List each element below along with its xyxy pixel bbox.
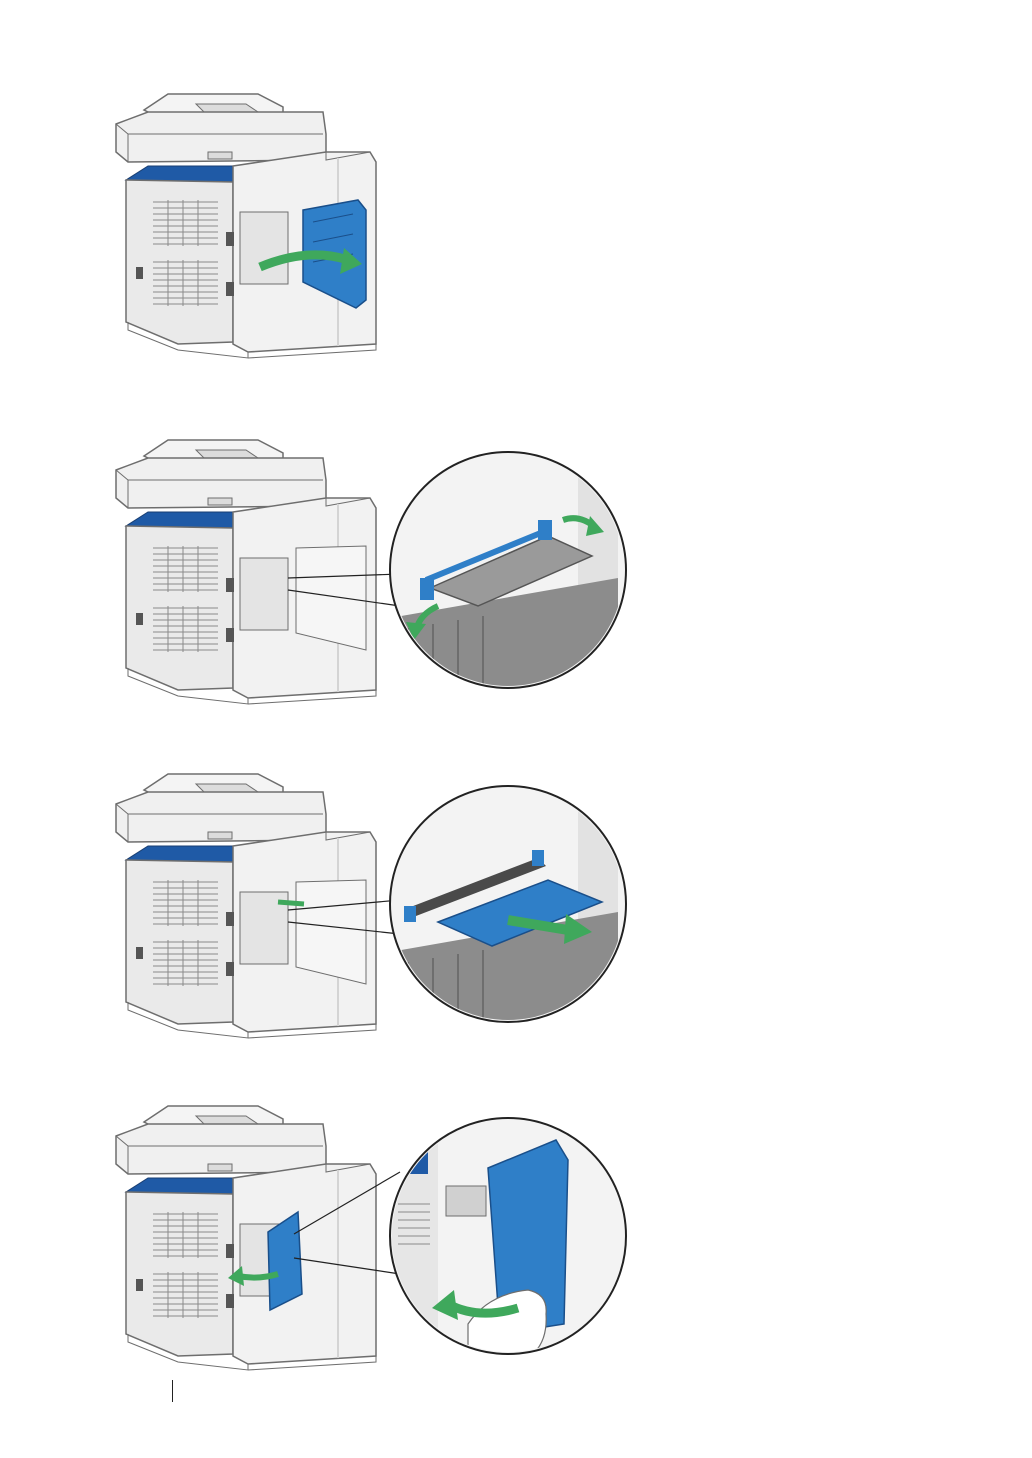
clip-right bbox=[538, 520, 552, 540]
footer-divider bbox=[172, 1380, 173, 1402]
figure-pull-out-module bbox=[108, 762, 628, 1042]
figure-close-side-cover bbox=[108, 1094, 628, 1374]
figure-printer-side-cover-open bbox=[108, 82, 628, 372]
figure-release-clips bbox=[108, 428, 628, 708]
clip-left bbox=[420, 578, 434, 600]
